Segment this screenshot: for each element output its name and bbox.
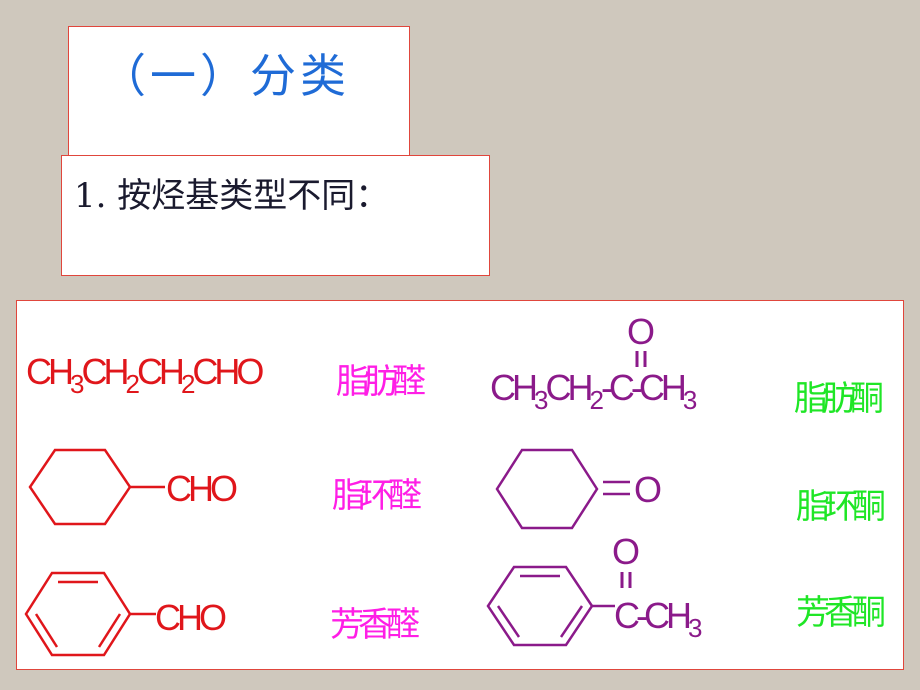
aromatic-ketone-label: 芳香酮 <box>796 593 886 633</box>
subheading-box <box>61 155 490 276</box>
cyclohexanone-oxygen: O <box>634 469 662 510</box>
subheading: 1. 按烃基类型不同： <box>74 176 390 216</box>
acetophenone-formula: C-CH3 <box>614 595 703 643</box>
aromatic-aldehyde-label: 芳香醛 <box>330 605 420 645</box>
page-title: （一）分类 <box>100 49 350 103</box>
carbonyl-oxygen-1: O <box>627 311 655 352</box>
cyclohexanone-ring <box>495 448 630 530</box>
alicyclic-aldehyde-label: 脂环醛 <box>332 476 422 516</box>
carbonyl-oxygen-3: O <box>612 531 640 572</box>
carbonyl-double-bond-1 <box>635 351 647 367</box>
benzaldehyde-group: CHO <box>155 597 227 638</box>
aliphatic-aldehyde-label: 脂肪醛 <box>336 362 426 402</box>
butanone-formula: CH3CH2-C-CH3 <box>490 367 698 415</box>
cyclohexane-ring-aldehyde <box>28 448 165 526</box>
carbonyl-double-bond-3 <box>620 572 632 588</box>
heading-box <box>68 26 410 176</box>
alicyclic-ketone-label: 脂环酮 <box>796 487 886 527</box>
benzene-ring-ketone <box>486 565 615 647</box>
benzene-ring-aldehyde <box>24 571 156 657</box>
butanal-formula: CH3CH2CH2CHO <box>26 351 264 399</box>
classification-panel <box>16 300 904 670</box>
cyclohexane-aldehyde-group: CHO <box>166 468 238 509</box>
aliphatic-ketone-label: 脂肪酮 <box>794 379 884 419</box>
